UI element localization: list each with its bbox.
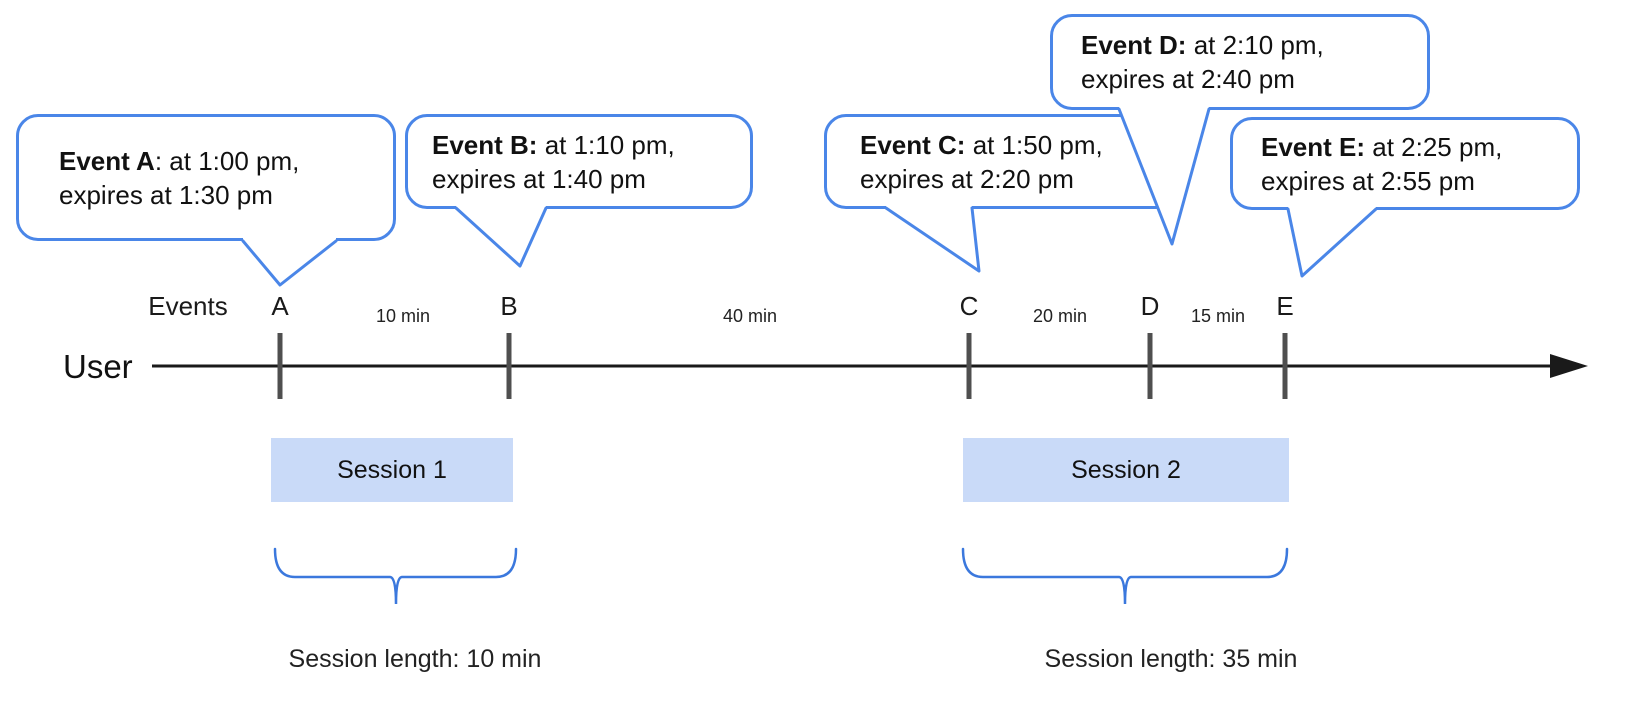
event-a-callout-tail [241,234,338,287]
arrowhead [1550,354,1588,378]
event-ticks [277,333,1288,399]
event-b-callout: Event B: at 1:10 pm, expires at 1:40 pm [405,114,753,209]
event-a-title: Event A [59,145,155,176]
event-c-line1: Event C: at 1:50 pm, [860,128,1175,162]
event-e-expiry: expires at 2:55 pm [1261,165,1475,196]
session-braces [273,547,1289,605]
event-e-callout-tail [1286,203,1378,278]
event-a-expiry: expires at 1:30 pm [59,179,273,210]
event-b-title: Event B: [432,129,538,160]
event-b-callout-tail [454,202,548,268]
event-a-callout: Event A: at 1:00 pm, expires at 1:30 pm [16,114,396,241]
tick-label-e: E [1276,291,1294,321]
session-1-label: Session 1 [337,455,447,484]
event-d-line1: Event D: at 2:10 pm, [1081,28,1427,62]
tick-label-b: B [500,291,518,321]
tick-d [1147,333,1153,399]
session-1-length-caption: Session length: 10 min [288,645,542,673]
event-a-line1: Event A: at 1:00 pm, [59,144,393,178]
tick-label-c: C [959,291,979,321]
interval-label-cd: 20 min [1032,306,1088,326]
event-c-title: Event C: [860,129,966,160]
timeline-axis [152,354,1588,378]
event-c-time: at 1:50 pm, [965,129,1103,160]
event-e-title: Event E: [1261,131,1366,162]
session-2-brace [961,547,1289,605]
tick-b [506,333,512,399]
interval-label-ab: 10 min [375,306,431,326]
event-c-callout: Event C: at 1:50 pm, expires at 2:20 pm [824,114,1178,209]
session-2-box: Session 2 [963,438,1289,502]
tick-e [1282,333,1288,399]
session-1-box: Session 1 [271,438,513,502]
event-d-expiry: expires at 2:40 pm [1081,64,1295,94]
interval-label-bc: 40 min [722,306,778,326]
event-c-callout-tail [884,202,981,273]
event-b-time: at 1:10 pm, [537,129,675,160]
session-1-brace [273,547,518,605]
tick-label-a: A [271,291,289,321]
event-d-time: at 2:10 pm, [1186,30,1324,60]
tick-a [277,333,283,399]
interval-label-de: 15 min [1190,306,1246,326]
event-b-expiry: expires at 1:40 pm [432,163,646,194]
session-2-label: Session 2 [1071,455,1181,484]
user-axis-label: User [63,348,133,385]
event-a-time: : at 1:00 pm, [154,145,300,176]
tick-label-d: D [1140,291,1160,321]
session-2-length-caption: Session length: 35 min [1044,645,1298,673]
event-d-callout: Event D: at 2:10 pm, expires at 2:40 pm [1050,14,1430,110]
events-row-label: Events [148,291,228,321]
event-e-callout: Event E: at 2:25 pm, expires at 2:55 pm [1230,117,1580,210]
event-d-title: Event D: [1081,30,1187,60]
tick-c [966,333,972,399]
event-e-line1: Event E: at 2:25 pm, [1261,130,1577,164]
event-c-expiry: expires at 2:20 pm [860,163,1074,194]
event-b-line1: Event B: at 1:10 pm, [432,128,750,162]
event-e-time: at 2:25 pm, [1365,131,1503,162]
